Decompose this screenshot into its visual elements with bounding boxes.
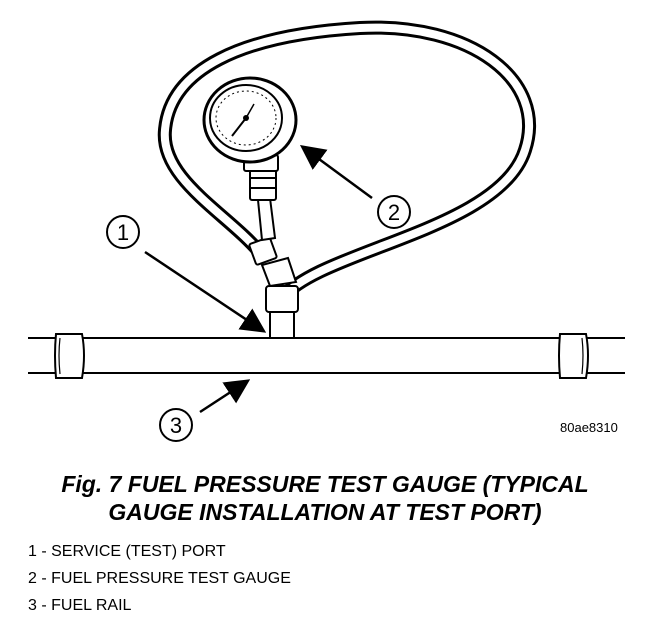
fuel-hose bbox=[157, 20, 537, 305]
figure-code: 80ae8310 bbox=[560, 420, 618, 435]
callout-2-label: 2 bbox=[388, 200, 400, 225]
legend: 1 - SERVICE (TEST) PORT 2 - FUEL PRESSUR… bbox=[28, 538, 291, 619]
callout-3-label: 3 bbox=[170, 413, 182, 438]
callout-1: 1 bbox=[106, 215, 267, 333]
callout-1-label: 1 bbox=[117, 220, 129, 245]
caption-line-2: GAUGE INSTALLATION AT TEST PORT) bbox=[108, 499, 542, 525]
figure-caption: Fig. 7 FUEL PRESSURE TEST GAUGE (TYPICAL… bbox=[0, 470, 650, 526]
callout-2: 2 bbox=[299, 145, 411, 229]
fuel-rail bbox=[28, 333, 625, 379]
callout-3: 3 bbox=[159, 379, 251, 442]
fuel-gauge-diagram: 1 2 3 bbox=[28, 20, 625, 442]
legend-item-1: 1 - SERVICE (TEST) PORT bbox=[28, 543, 226, 560]
caption-line-1: Fig. 7 FUEL PRESSURE TEST GAUGE (TYPICAL bbox=[61, 471, 589, 497]
pressure-gauge bbox=[202, 76, 298, 164]
service-port bbox=[248, 236, 299, 339]
legend-item-3: 3 - FUEL RAIL bbox=[28, 597, 132, 614]
gauge-fitting bbox=[243, 154, 279, 242]
legend-item-2: 2 - FUEL PRESSURE TEST GAUGE bbox=[28, 570, 291, 587]
